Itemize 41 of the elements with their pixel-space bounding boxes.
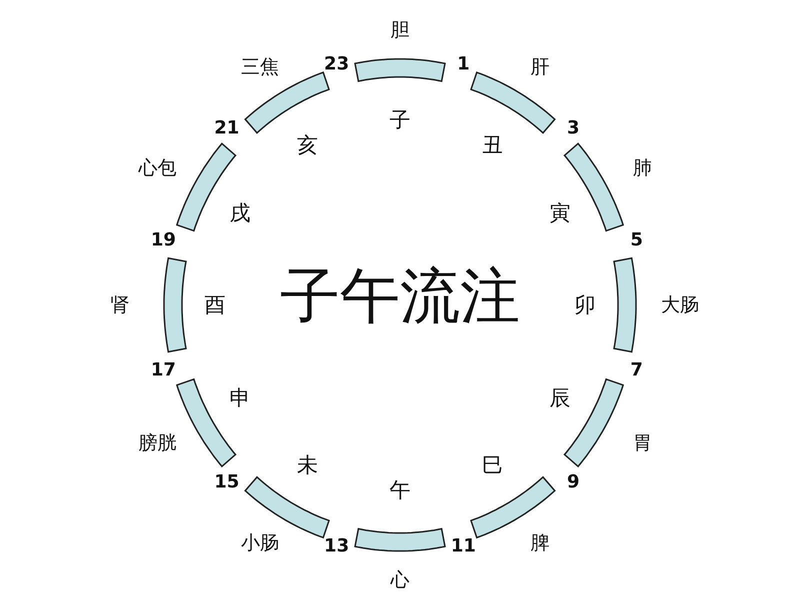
hour-number: 13 <box>324 536 350 557</box>
branch-label: 巳 <box>482 452 503 480</box>
branch-label: 戌 <box>229 200 250 226</box>
branch-label: 亥 <box>297 132 318 159</box>
arc-segment <box>613 257 637 353</box>
branch-label: 未 <box>297 452 318 480</box>
arc-segment <box>163 257 187 353</box>
diagram-title: 子午流注 <box>280 260 520 334</box>
organ-label: 小肠 <box>241 531 279 556</box>
organ-label: 肺 <box>632 156 652 180</box>
hour-number: 19 <box>150 230 176 251</box>
branch-label: 子 <box>390 107 410 134</box>
hour-number: 9 <box>566 471 580 492</box>
hour-number: 23 <box>324 53 350 74</box>
organ-label: 心 <box>390 568 410 593</box>
arc-segment <box>354 528 446 552</box>
hour-number: 21 <box>214 118 240 139</box>
hour-number: 5 <box>630 230 643 251</box>
branch-label: 卯 <box>574 292 596 319</box>
branch-label: 申 <box>229 384 250 412</box>
organ-label: 心包 <box>138 156 176 180</box>
organ-label: 大肠 <box>661 293 699 318</box>
branch-label: 丑 <box>482 132 503 159</box>
branch-label: 酉 <box>204 292 226 319</box>
branch-label: 辰 <box>550 384 571 412</box>
organ-label: 胆 <box>390 18 410 43</box>
branch-label: 午 <box>390 477 410 504</box>
organ-label: 胃 <box>632 430 652 456</box>
organ-label: 三焦 <box>241 54 279 80</box>
organ-label: 肾 <box>110 293 130 318</box>
branch-label: 寅 <box>550 200 571 226</box>
hour-number: 7 <box>630 359 643 380</box>
organ-label: 膀胱 <box>138 430 176 456</box>
hour-number: 15 <box>214 471 240 492</box>
arc-segment <box>354 58 446 82</box>
hour-number: 11 <box>450 536 476 557</box>
hour-number: 17 <box>150 359 176 380</box>
hour-number: 3 <box>566 118 580 139</box>
hour-number: 1 <box>457 53 470 74</box>
organ-label: 肝 <box>530 54 550 80</box>
organ-label: 脾 <box>530 531 550 556</box>
